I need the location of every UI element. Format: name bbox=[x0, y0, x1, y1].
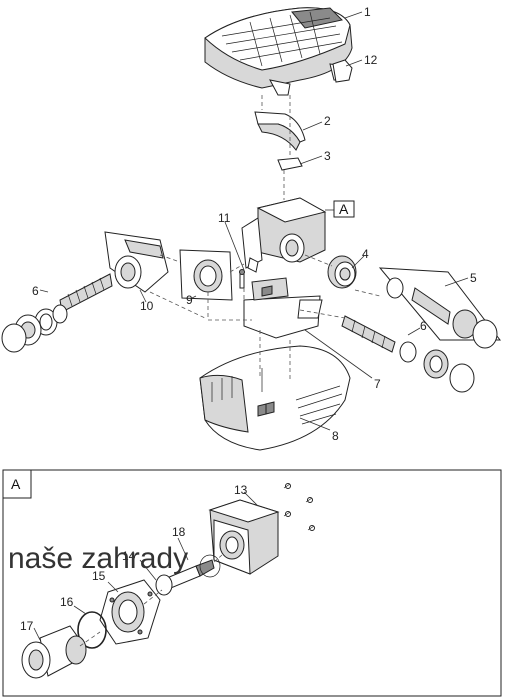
part-hose-right bbox=[341, 315, 475, 393]
label-part-12: 12 bbox=[364, 53, 378, 67]
label-part-10: 10 bbox=[140, 299, 154, 313]
part-plate bbox=[179, 249, 233, 301]
label-part-15: 15 bbox=[92, 569, 106, 583]
label-part-14: 14 bbox=[122, 549, 136, 563]
part-hose-left bbox=[1, 255, 142, 353]
part-base bbox=[199, 345, 351, 451]
callout-a-label: A bbox=[339, 201, 349, 217]
label-part-1: 1 bbox=[364, 5, 371, 19]
label-part-17: 17 bbox=[20, 619, 34, 633]
part-shield-right bbox=[378, 267, 502, 349]
assembly-lines bbox=[149, 95, 381, 380]
label-part-8: 8 bbox=[332, 429, 339, 443]
part-oring-small bbox=[199, 554, 221, 578]
part-clip bbox=[332, 59, 353, 83]
watermark-text: naše zahrady bbox=[8, 542, 188, 575]
part-impeller bbox=[155, 559, 215, 596]
label-part-6-left: 6 bbox=[32, 284, 39, 298]
part-union-nut bbox=[327, 255, 357, 289]
detail-assembly-lines bbox=[79, 554, 223, 647]
part-cover bbox=[204, 7, 353, 96]
label-part-13: 13 bbox=[234, 483, 248, 497]
label-part-11: 11 bbox=[218, 211, 231, 225]
label-part-5: 5 bbox=[470, 271, 477, 285]
part-elbow bbox=[21, 625, 87, 679]
label-part-6-right: 6 bbox=[420, 319, 427, 333]
label-part-9: 9 bbox=[186, 293, 193, 307]
part-holder bbox=[243, 277, 323, 339]
label-part-7: 7 bbox=[374, 377, 381, 391]
label-part-2: 2 bbox=[324, 114, 331, 128]
detail-frame-label: A bbox=[11, 476, 21, 492]
detail-frame-a: A bbox=[2, 469, 502, 697]
callout-a-box: A bbox=[333, 200, 355, 218]
leader-lines bbox=[39, 11, 469, 431]
part-motor-unit bbox=[241, 197, 327, 273]
part-pump-cover bbox=[99, 579, 161, 645]
label-part-4: 4 bbox=[362, 247, 369, 261]
part-motor-housing bbox=[208, 483, 315, 575]
detail-leader-lines bbox=[33, 491, 259, 641]
part-bracket bbox=[254, 111, 306, 151]
part-screw bbox=[239, 269, 245, 289]
label-part-18: 18 bbox=[172, 525, 186, 539]
part-gasket bbox=[77, 611, 107, 649]
part-small-clip bbox=[277, 157, 303, 171]
label-part-16: 16 bbox=[60, 595, 74, 609]
label-part-3: 3 bbox=[324, 149, 331, 163]
